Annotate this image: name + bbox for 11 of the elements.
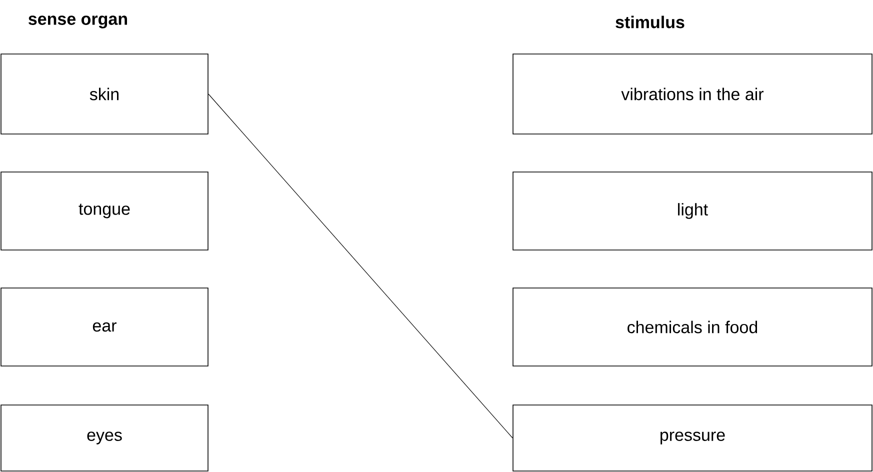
text-box: light [512, 172, 872, 250]
text-box: ear [0, 288, 208, 366]
text-box: chemicals in food [512, 288, 872, 366]
text-box: eyes [0, 404, 208, 472]
text-box: vibrations in the air [512, 54, 872, 134]
column-heading: sense organ [28, 16, 127, 28]
column-heading: stimulus [616, 16, 684, 28]
text-box: skin [0, 54, 208, 134]
text-box: pressure [512, 404, 872, 472]
matching-line [208, 94, 513, 438]
text-box: tongue [0, 172, 208, 250]
